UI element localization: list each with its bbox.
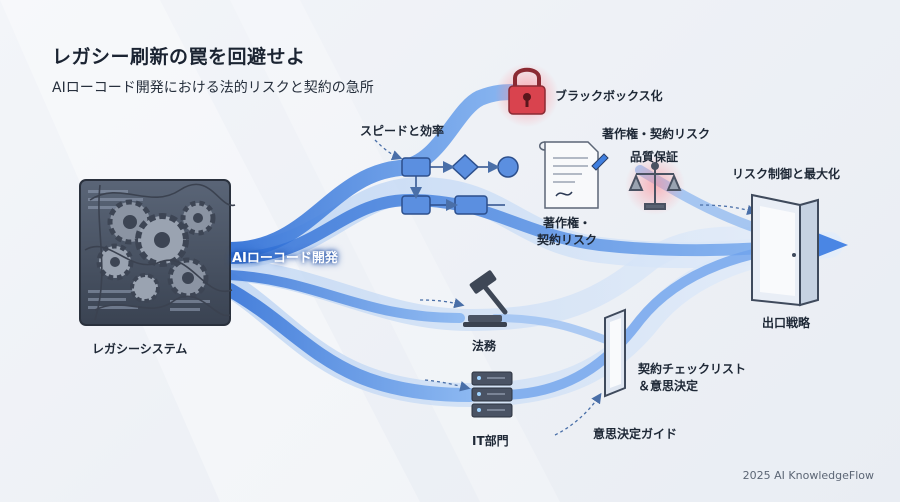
page-subtitle: AIローコード開発における法的リスクと契約の急所 (52, 80, 374, 96)
label-legal: 法務 (472, 339, 497, 353)
gavel-icon (463, 270, 508, 327)
scales-icon (628, 162, 682, 210)
label-contract-checklist: 契約チェックリスト ＆意思決定 (638, 360, 746, 394)
label-risk-control: リスク制御と最大化 (732, 167, 841, 181)
flowchart-icon (401, 153, 519, 215)
label-speed-efficiency: スピードと効率 (360, 124, 445, 138)
label-decision-guide: 意思決定ガイド (593, 427, 678, 441)
page-title: レガシー刷新の罠を回避せよ (52, 46, 306, 68)
footer-credit: 2025 AI KnowledgeFlow (742, 469, 874, 482)
checklist-panel-icon (604, 308, 626, 398)
label-legacy-system: レガシーシステム (92, 342, 188, 356)
label-copyright-line1: 著作権・ (542, 216, 591, 230)
server-icon (471, 371, 513, 418)
label-contract-checklist-line2: ＆意思決定 (638, 379, 699, 393)
label-copyright-contract: 著作権・ 契約リスク (532, 214, 602, 248)
door-icon (751, 193, 819, 307)
label-ai-lowcode: AIローコード開発 (232, 251, 338, 266)
lock-icon (508, 67, 546, 115)
label-it-department: IT部門 (472, 434, 509, 448)
label-copyright-line2: 契約リスク (536, 233, 597, 247)
contract-document-icon (539, 141, 609, 209)
dashed-arrows (374, 139, 758, 436)
label-contract-checklist-line1: 契約チェックリスト (638, 362, 747, 376)
label-copyright-contract-top: 著作権・契約リスク (602, 127, 711, 141)
gears-icon (96, 199, 216, 303)
label-exit-strategy: 出口戦略 (762, 316, 811, 330)
label-black-box: ブラックボックス化 (555, 89, 663, 103)
legacy-system-icon (79, 179, 236, 326)
exit-arrow-icon (815, 232, 848, 258)
label-quality-assurance: 品質保証 (630, 150, 679, 164)
